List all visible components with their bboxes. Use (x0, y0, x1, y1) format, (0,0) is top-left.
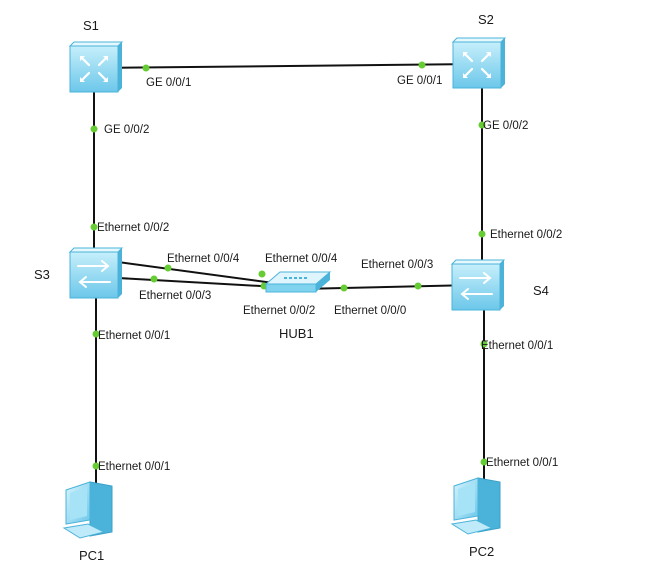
node-label-pc2: PC2 (469, 544, 494, 559)
port-label-s4-eth002: Ethernet 0/0/2 (490, 229, 562, 241)
node-label-s1: S1 (83, 18, 99, 33)
node-label-s2: S2 (478, 12, 494, 27)
node-hub1[interactable]: HUB1 (264, 271, 332, 341)
link-s1-s2[interactable] (95, 63, 479, 69)
port-dot-s1-ge001[interactable] (142, 64, 150, 72)
port-label-s3-eth002: Ethernet 0/0/2 (97, 222, 169, 234)
port-labels: GE 0/0/1 GE 0/0/1 GE 0/0/2 GE 0/0/2 Ethe… (97, 75, 562, 473)
port-label-hub-eth000: Ethernet 0/0/0 (334, 305, 406, 317)
node-s1[interactable]: S1 (68, 18, 124, 93)
port-dot-s3-eth002[interactable] (90, 223, 98, 231)
core-switch-icon (451, 37, 507, 89)
port-dot-pc1-eth001[interactable] (92, 462, 100, 470)
port-dot-s4-eth003[interactable] (414, 282, 422, 290)
access-switch-icon (68, 247, 124, 299)
node-s4[interactable]: S4 (450, 259, 549, 311)
port-dot-s4-eth001[interactable] (480, 340, 488, 348)
links (93, 63, 485, 512)
port-dot-s3-eth001[interactable] (92, 330, 100, 338)
port-label-pc2-eth001: Ethernet 0/0/1 (486, 457, 558, 469)
port-label-s4-eth003: Ethernet 0/0/3 (361, 259, 433, 271)
port-dot-hub-eth004[interactable] (258, 270, 266, 278)
port-dot-s3-eth003[interactable] (150, 275, 158, 283)
port-dot-s2-ge002[interactable] (478, 121, 486, 129)
pc-icon (450, 477, 501, 535)
port-label-s1-ge001: GE 0/0/1 (146, 77, 191, 89)
port-label-pc1-eth001: Ethernet 0/0/1 (98, 461, 170, 473)
port-label-s3-eth001: Ethernet 0/0/1 (98, 330, 170, 342)
node-pc1[interactable]: PC1 (62, 481, 113, 563)
port-dot-s4-eth002[interactable] (478, 230, 486, 238)
port-label-s2-ge001: GE 0/0/1 (397, 75, 442, 87)
port-dot-hub-eth000[interactable] (340, 284, 348, 292)
node-label-pc1: PC1 (79, 548, 104, 563)
link-hub-s4[interactable] (299, 284, 475, 290)
node-label-s4: S4 (533, 283, 549, 298)
port-label-s3-eth004: Ethernet 0/0/4 (167, 253, 240, 265)
port-dot-pc2-eth001[interactable] (480, 458, 488, 466)
port-label-s1-ge002: GE 0/0/2 (104, 124, 149, 136)
pc-icon (62, 481, 113, 539)
hub-icon (264, 271, 332, 293)
port-label-hub-eth004: Ethernet 0/0/4 (265, 253, 338, 265)
port-label-s4-eth001: Ethernet 0/0/1 (481, 340, 553, 352)
core-switch-icon (68, 41, 124, 93)
node-s2[interactable]: S2 (451, 12, 507, 89)
port-dot-s2-ge001[interactable] (418, 61, 426, 69)
port-dot-s1-ge002[interactable] (90, 125, 98, 133)
port-label-s2-ge002: GE 0/0/2 (483, 120, 528, 132)
node-pc2[interactable]: PC2 (450, 477, 501, 559)
port-label-hub-eth002: Ethernet 0/0/2 (243, 305, 315, 317)
link-s3-hub-eth004[interactable] (117, 261, 297, 287)
node-s3[interactable]: S3 (34, 247, 124, 299)
port-dot-s3-eth004[interactable] (164, 264, 172, 272)
access-switch-icon (450, 259, 506, 311)
port-label-s3-eth003: Ethernet 0/0/3 (139, 290, 211, 302)
node-label-hub1: HUB1 (279, 326, 314, 341)
node-label-s3: S3 (34, 267, 50, 282)
